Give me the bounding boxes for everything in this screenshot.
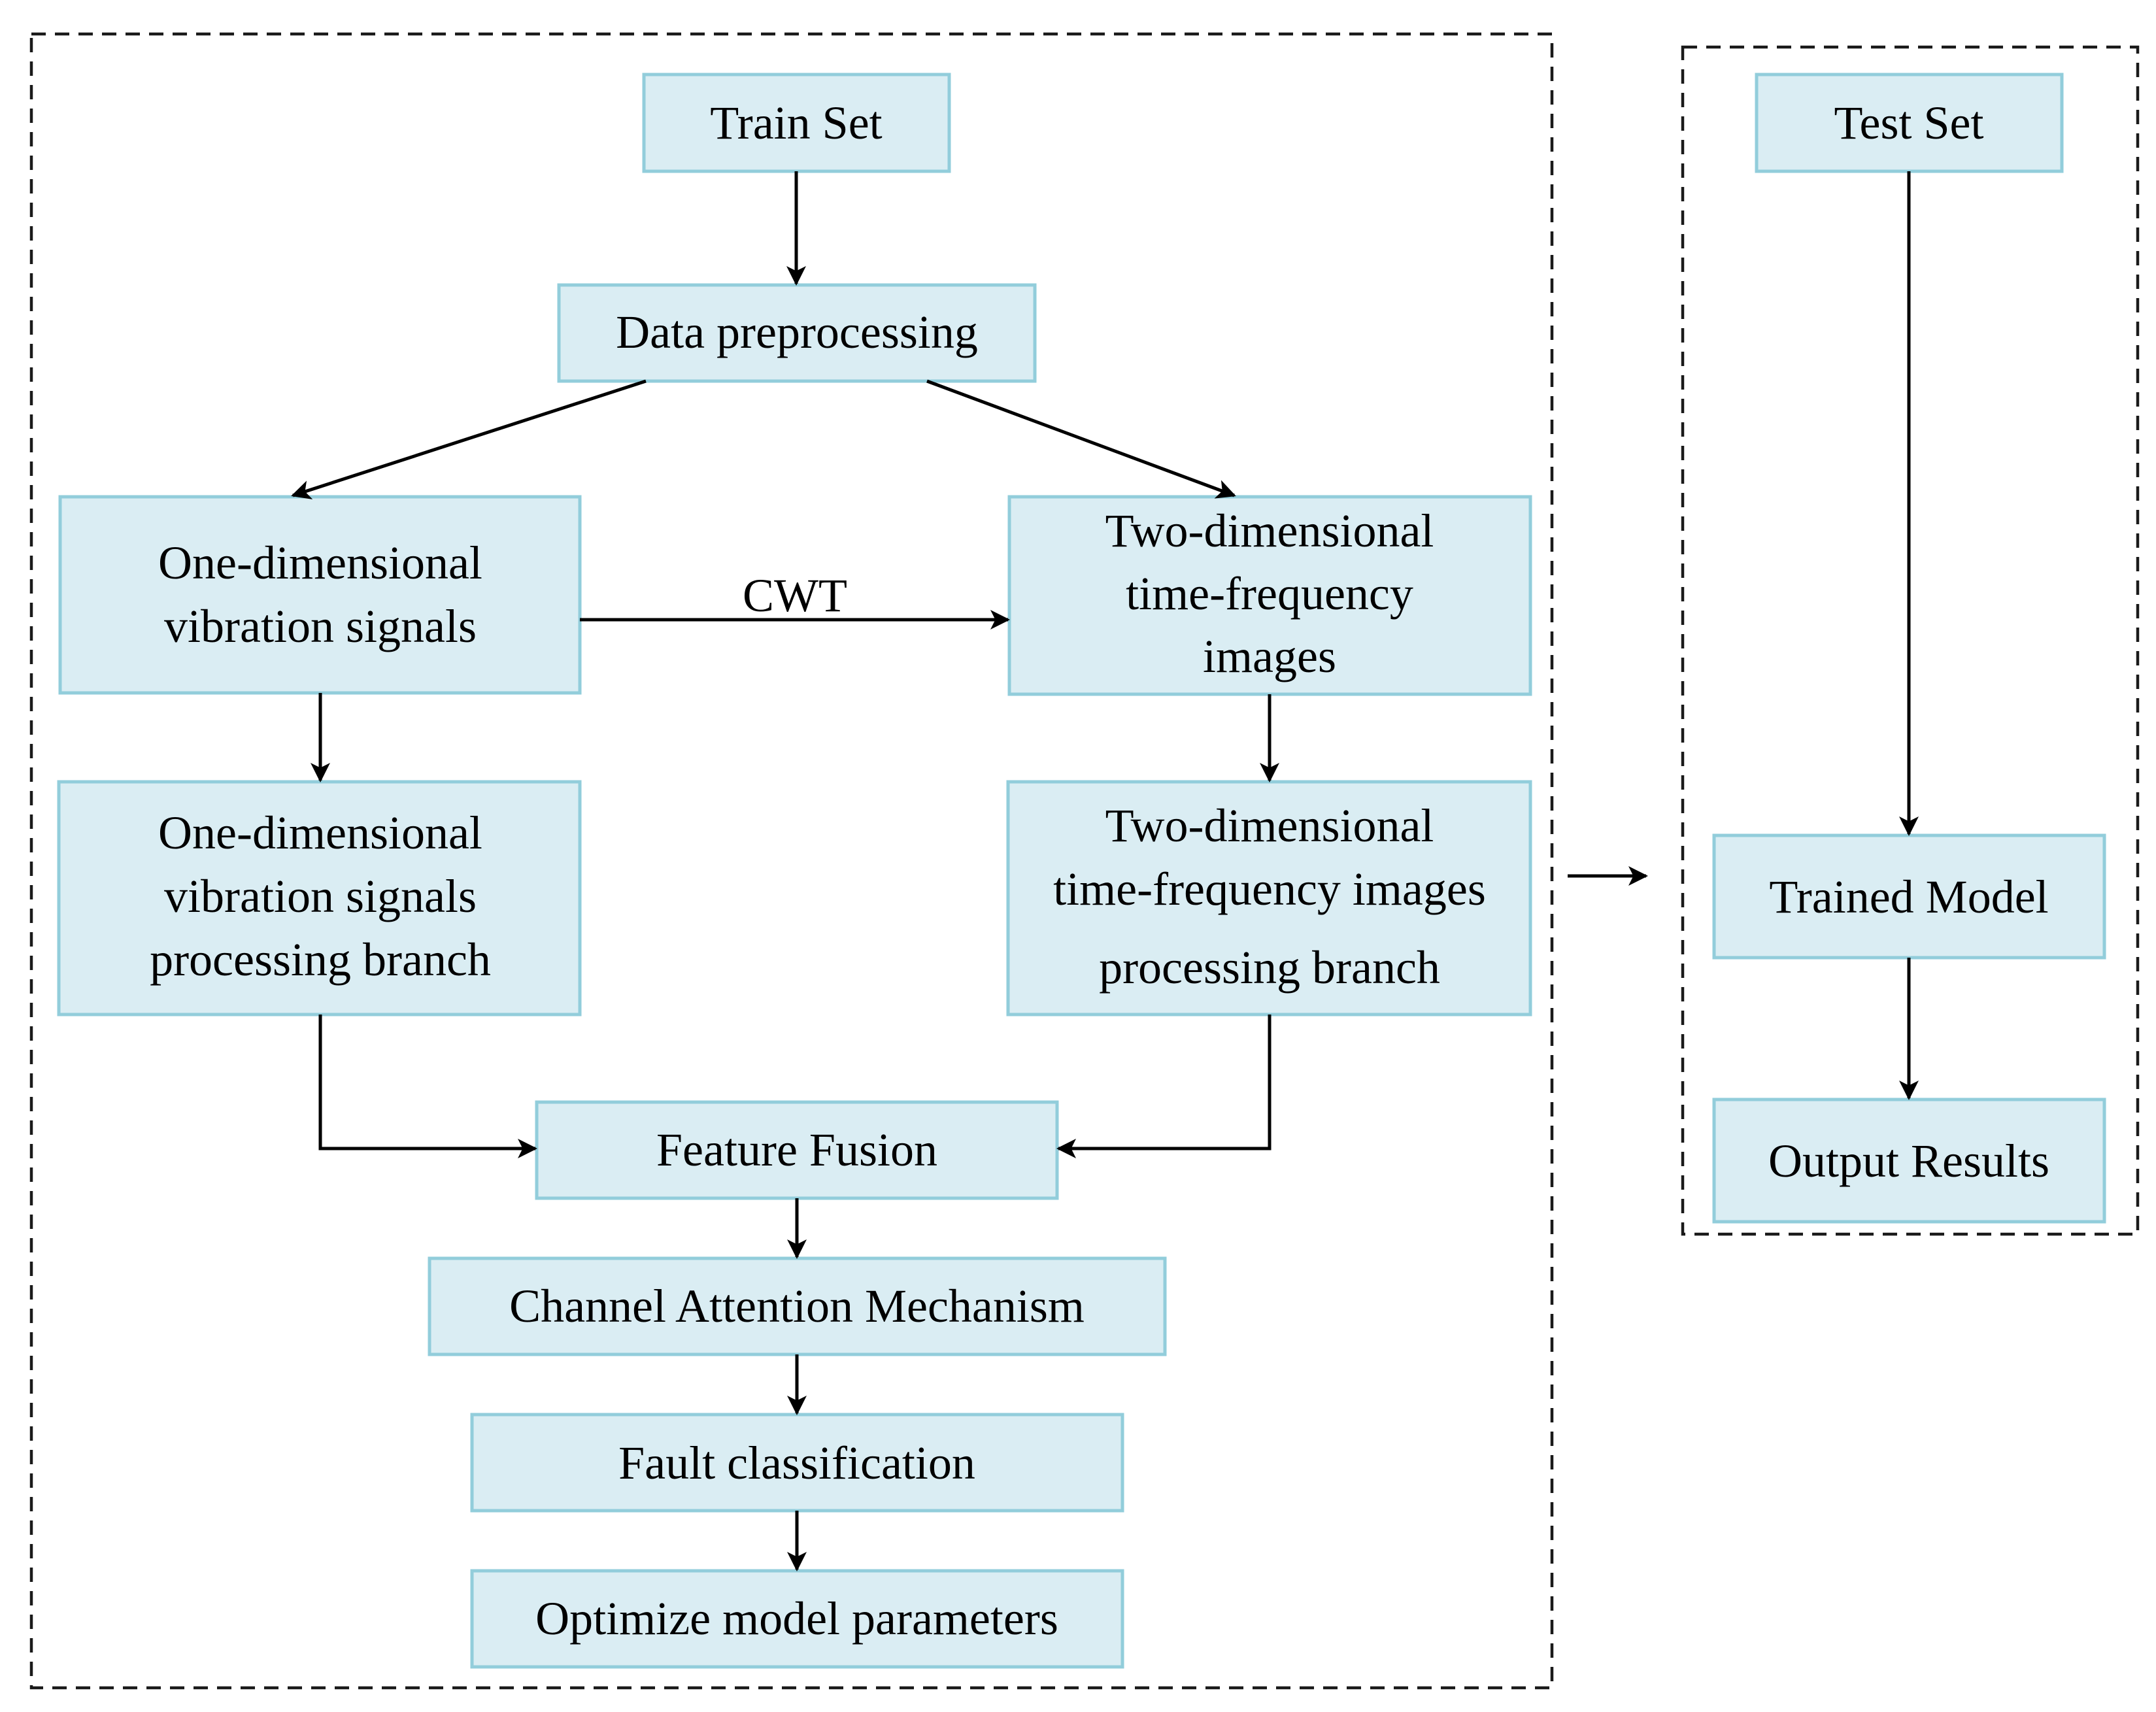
one-d-branch-line-3: processing branch [150, 933, 491, 986]
one-d-branch-line-2: vibration signals [164, 870, 477, 922]
two-d-branch-line-3: processing branch [1099, 941, 1440, 994]
arrow-preprocessing-to-two-d [926, 379, 1236, 499]
optimize-parameters-label: Optimize model parameters [535, 1592, 1058, 1645]
data-preprocessing-label: Data preprocessing [616, 306, 978, 358]
two-d-images-line-2: time-frequency [1126, 567, 1413, 620]
two-d-images-line-3: images [1203, 630, 1336, 682]
trained-model-label: Trained Model [1769, 871, 2048, 923]
arrow-preprocessing-to-one-d [291, 379, 647, 499]
training-phase-frame [29, 32, 1554, 1690]
two-d-branch-line-1: Two-dimensional [1105, 799, 1434, 852]
feature-fusion-label: Feature Fusion [656, 1124, 937, 1176]
arrow-two-d-branch-to-fusion [1056, 1015, 1272, 1158]
cwt-label: CWT [743, 569, 847, 622]
fault-classification-label: Fault classification [618, 1437, 975, 1489]
fault-classification-node: Fault classification [470, 1413, 1124, 1513]
train-set-label: Train Set [710, 97, 882, 149]
test-set-label: Test Set [1834, 97, 1984, 149]
test-set-node: Test Set [1755, 73, 2064, 173]
output-results-label: Output Results [1768, 1135, 2049, 1187]
two-d-branch-line-2: time-frequency images [1053, 863, 1486, 915]
trained-model-node: Trained Model [1712, 833, 2106, 960]
output-results-node: Output Results [1712, 1098, 2106, 1224]
train-set-node: Train Set [642, 73, 951, 173]
feature-fusion-node: Feature Fusion [535, 1100, 1059, 1200]
two-d-images-line-1: Two-dimensional [1105, 505, 1434, 557]
channel-attention-label: Channel Attention Mechanism [509, 1280, 1085, 1332]
one-dimensional-branch-node: One-dimensional vibration signals proces… [57, 780, 582, 1016]
two-dimensional-images-node: Two-dimensional time-frequency images [1007, 495, 1532, 696]
one-d-branch-line-1: One-dimensional [158, 807, 482, 859]
optimize-parameters-node: Optimize model parameters [470, 1569, 1124, 1669]
arrow-one-d-branch-to-fusion [318, 1015, 537, 1158]
one-d-signals-line-1: One-dimensional [158, 537, 482, 589]
one-d-signals-line-2: vibration signals [164, 600, 477, 652]
two-dimensional-branch-node: Two-dimensional time-frequency images pr… [1006, 780, 1532, 1016]
channel-attention-node: Channel Attention Mechanism [428, 1256, 1167, 1356]
testing-phase-frame [1681, 45, 2140, 1236]
data-preprocessing-node: Data preprocessing [557, 283, 1037, 383]
one-dimensional-signals-node: One-dimensional vibration signals [58, 495, 582, 695]
